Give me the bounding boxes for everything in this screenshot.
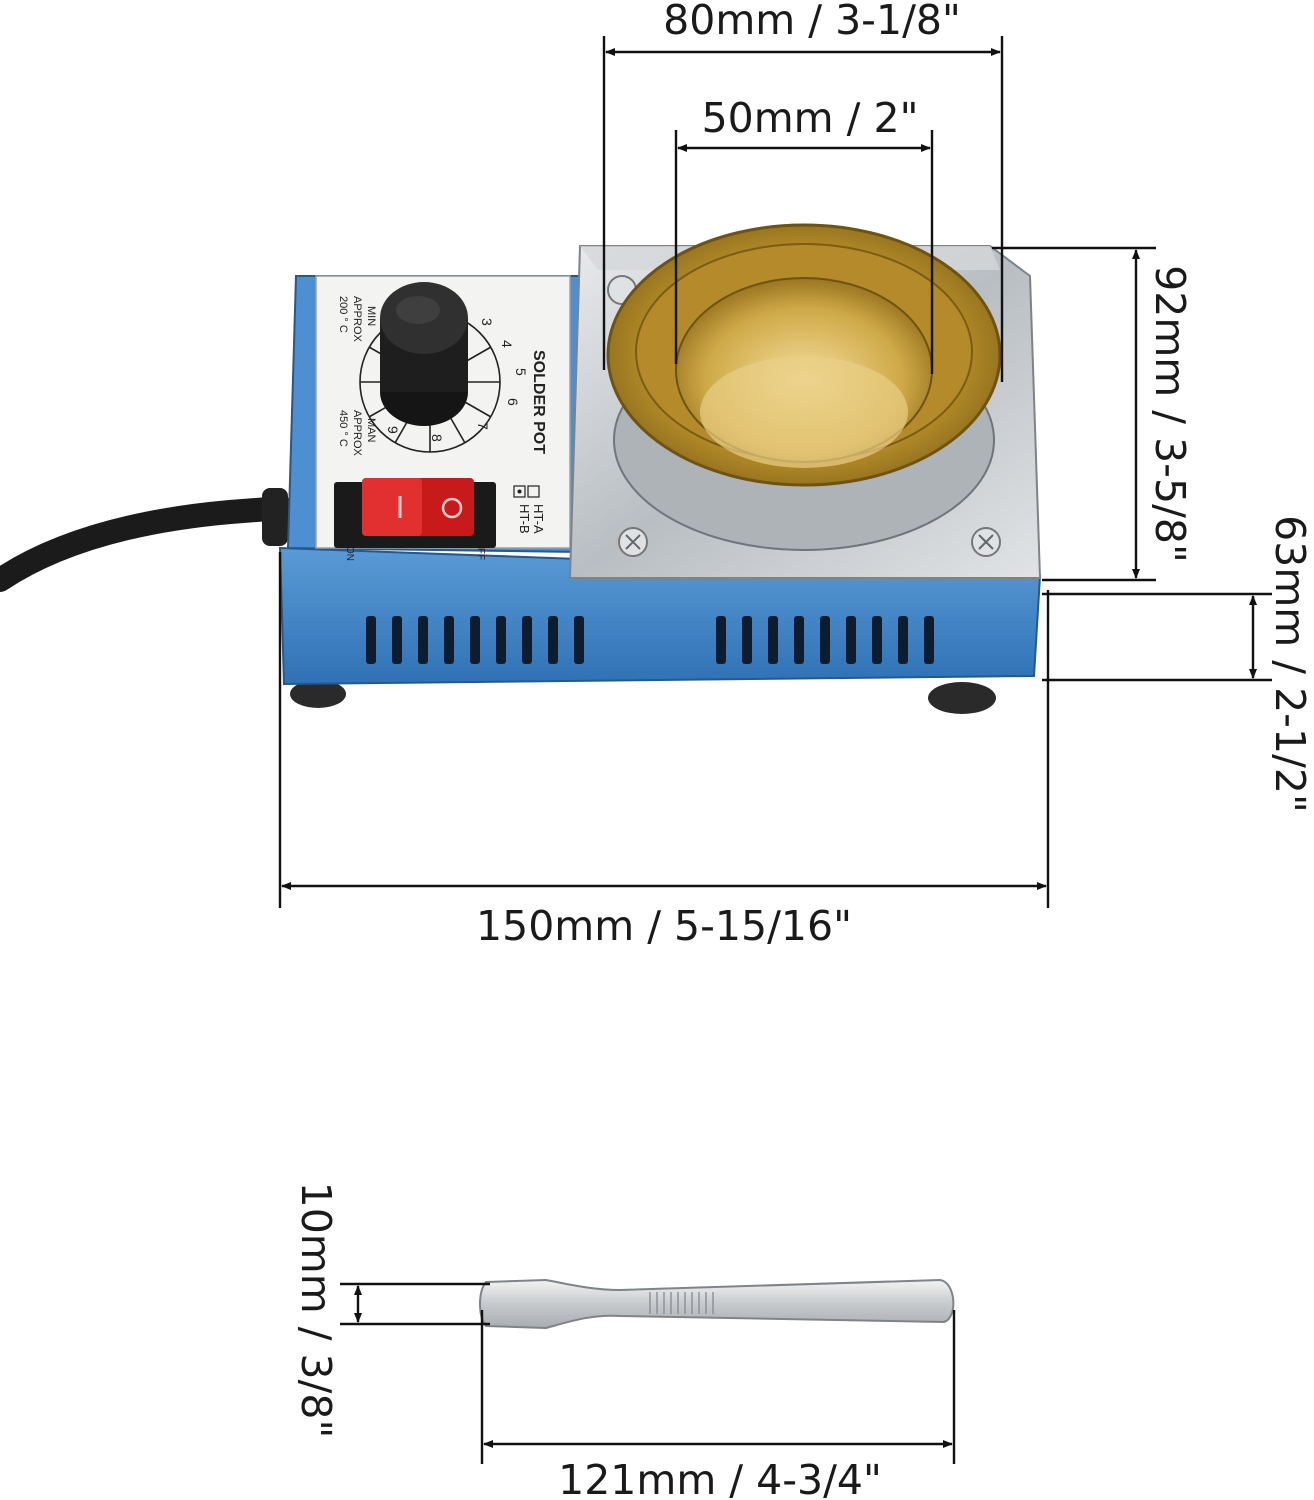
dial-number-9: 9 bbox=[385, 426, 401, 434]
panel-mode-b: HT-B bbox=[517, 504, 532, 534]
panel-max-temp: 450 ° C bbox=[337, 410, 349, 447]
dial-number-5: 5 bbox=[513, 368, 529, 376]
cord-strain-relief bbox=[262, 488, 288, 546]
panel-min-label: MIN bbox=[365, 306, 377, 326]
dial-number-3: 3 bbox=[479, 318, 495, 326]
foot-left bbox=[290, 680, 346, 708]
dial-number-8: 8 bbox=[429, 434, 445, 442]
mode-b-checkbox bbox=[513, 485, 526, 498]
switch-off-symbol bbox=[441, 497, 463, 519]
solder-pot-illustration: SOLDER POT MIN APPROX 200 ° C MAN APPROX… bbox=[0, 223, 1042, 714]
panel-text-group: SOLDER POT MIN APPROX 200 ° C MAN APPROX… bbox=[337, 296, 547, 561]
label-base-height: 63mm / 2-1/2" bbox=[1266, 515, 1314, 813]
vents-left bbox=[366, 616, 584, 664]
spatula bbox=[479, 1278, 955, 1330]
panel-mode-a: HT-A bbox=[531, 504, 546, 534]
dial-number-7: 7 bbox=[475, 422, 491, 430]
power-rocker-switch bbox=[334, 478, 496, 548]
vents-right bbox=[716, 616, 934, 664]
label-depth: 92mm / 3-5/8" bbox=[1146, 265, 1194, 563]
label-spatula-width: 10mm / 3/8" bbox=[292, 1182, 340, 1439]
panel-min-temp: 200 ° C bbox=[337, 296, 349, 333]
label-spatula-length: 121mm / 4-3/4" bbox=[558, 1456, 882, 1500]
dial-number-6: 6 bbox=[505, 398, 521, 406]
mode-a-checkbox bbox=[527, 485, 540, 498]
spatula-grip bbox=[649, 1292, 714, 1314]
label-outer-diameter: 80mm / 3-1/8" bbox=[663, 0, 961, 44]
temperature-knob bbox=[380, 282, 468, 426]
panel-switch-on: ON bbox=[344, 546, 355, 561]
dial-number-4: 4 bbox=[499, 340, 515, 348]
spatula-dimension-lines bbox=[340, 1282, 956, 1464]
panel-title: SOLDER POT bbox=[530, 350, 547, 454]
foot-right bbox=[928, 682, 996, 714]
panel-max-label: MAN bbox=[365, 418, 377, 443]
panel-max-approx: APPROX bbox=[351, 410, 363, 457]
dimension-lines bbox=[278, 36, 1272, 908]
panel-min-approx: APPROX bbox=[351, 296, 363, 343]
dial-numbers: 3 4 5 6 7 8 9 bbox=[385, 318, 529, 442]
spatula-illustration bbox=[479, 1278, 955, 1330]
label-inner-diameter: 50mm / 2" bbox=[702, 94, 919, 142]
panel-switch-off: OFF bbox=[475, 540, 486, 560]
power-cord bbox=[0, 496, 294, 592]
label-length: 150mm / 5-15/16" bbox=[476, 902, 852, 950]
